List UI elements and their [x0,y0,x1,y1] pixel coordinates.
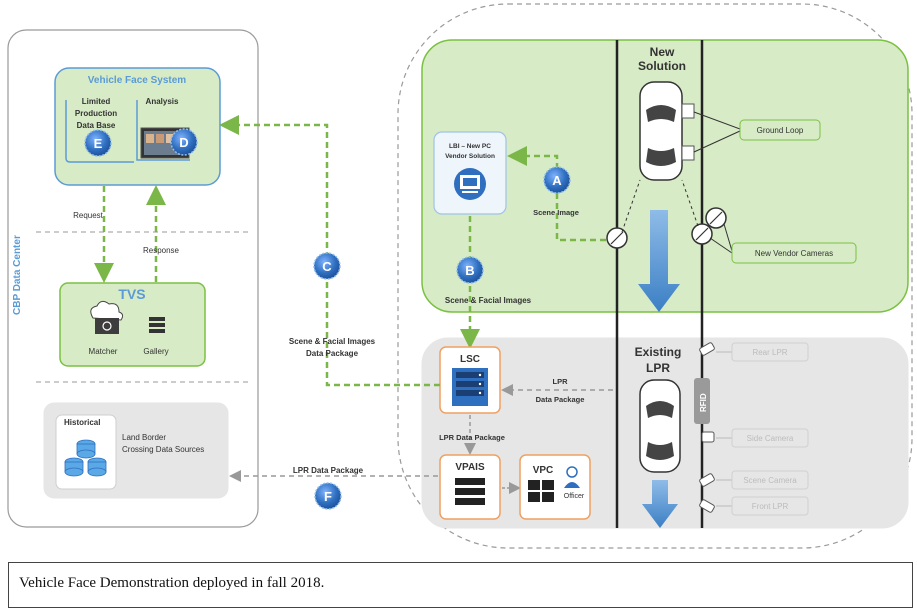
matcher-icon [90,300,124,334]
lpr-pkg-left-label: LPR Data Package [293,466,364,475]
limited-db-bracket [65,100,134,163]
front-lpr-label: Front LPR [752,502,789,511]
vpc-title: VPC [533,465,554,476]
side-camera-icon [701,431,715,443]
scene-image-label: Scene Image [533,208,579,217]
badge-a-label: A [552,173,562,188]
badge-c: C [313,252,341,280]
badge-b-label: B [465,263,474,278]
gallery-icon [149,317,165,333]
camera-view-2 [681,179,699,227]
front-lpr-camera-icon [699,499,715,513]
badge-d: D [170,128,198,156]
front-lpr-box [731,496,809,516]
vpais-server-icon [455,478,485,505]
caption-text: Vehicle Face Demonstration deployed in f… [19,575,325,591]
officer-label: Officer [564,493,585,500]
scene-camera-icon [699,473,715,487]
tvs-title: TVS [118,286,145,302]
limited-db-line2: Production [75,109,117,118]
scene-camera-label: Scene Camera [743,476,797,485]
pc-icon [454,168,486,200]
land-border-line2: Crossing Data Sources [122,445,204,454]
scene-facial-label: Scene & Facial Images [445,296,532,305]
badge-d-label: D [179,135,188,150]
historical-label: Historical [64,418,100,427]
lpr-pkg-right-line2: Data Package [536,395,585,404]
new-solution-line1: New [650,45,675,59]
scene-facial-pkg-line1: Scene & Facial Images [289,337,376,346]
lbi-line1: LBI – New PC [449,143,491,150]
scene-camera-box [731,470,809,490]
rfid-bar [694,378,710,424]
officer-icon [564,466,580,488]
lsc-server-icon [452,368,488,406]
site-outline [397,3,913,549]
cbp-data-center-label: CBP Data Center [12,235,23,315]
side-camera-box [731,428,809,448]
existing-lpr-flow-arrow [642,480,678,528]
badge-e-label: E [94,136,103,151]
new-solution-flow-arrow [638,210,680,312]
scene-image-arrow [507,146,606,242]
diagram-canvas: CBP Data Center Vehicle Face System Limi… [7,3,913,549]
rear-lpr-box [731,342,809,362]
analysis-bracket [136,100,190,161]
scene-facial-pkg-line2: Data Package [306,349,359,358]
new-vendor-cameras-label: New Vendor Cameras [755,249,833,258]
badge-f: F [314,482,342,510]
existing-lpr-line2: LPR [646,361,670,375]
car-existing-lpr [639,379,681,473]
new-vendor-cameras-box [731,242,857,264]
new-cameras-line-2 [723,223,733,252]
vendor-camera-right-icon [691,207,727,245]
vpais-title: VPAIS [455,462,485,473]
tvs-box [59,282,206,367]
gallery-label: Gallery [143,347,168,356]
limited-db-line1: Limited [82,97,111,106]
rear-lpr-label: Rear LPR [752,348,787,357]
badge-f-label: F [324,489,332,504]
new-cameras-line-1 [709,237,733,254]
vpc-grid-icon [528,480,554,502]
request-label: Request [73,211,104,220]
badge-e: E [84,129,112,157]
badge-c-label: C [322,259,332,274]
badge-a: A [543,166,571,194]
rfid-label: RFID [699,393,708,412]
ground-loop-label: Ground Loop [757,126,804,135]
badge-b: B [456,256,484,284]
limited-db-line3: Data Base [77,121,116,130]
ground-loop-line-1 [693,111,741,130]
ground-loop-line-2 [693,130,741,153]
vehicle-face-system-title: Vehicle Face System [88,75,187,86]
diagram: CBP Data Center Vehicle Face System Limi… [7,3,913,549]
existing-lpr-line1: Existing [635,345,682,359]
side-camera-label: Side Camera [747,434,794,443]
new-solution-line2: Solution [638,59,686,73]
lbi-line2: Vendor Solution [445,153,495,160]
analysis-label: Analysis [146,97,179,106]
lpr-pkg-right-line1: LPR [553,377,569,386]
database-icon [64,439,107,477]
land-border-line1: Land Border [122,433,166,442]
ground-loop-label-box [739,119,821,141]
caption-box: Vehicle Face Demonstration deployed in f… [8,562,913,608]
car-new-solution [639,81,695,181]
lpr-pkg-mid-label: LPR Data Package [439,433,505,442]
response-label: Response [143,246,180,255]
lsc-title: LSC [460,354,480,365]
matcher-label: Matcher [89,347,118,356]
vendor-camera-left-icon [606,227,628,249]
rear-lpr-camera-icon [699,342,715,356]
